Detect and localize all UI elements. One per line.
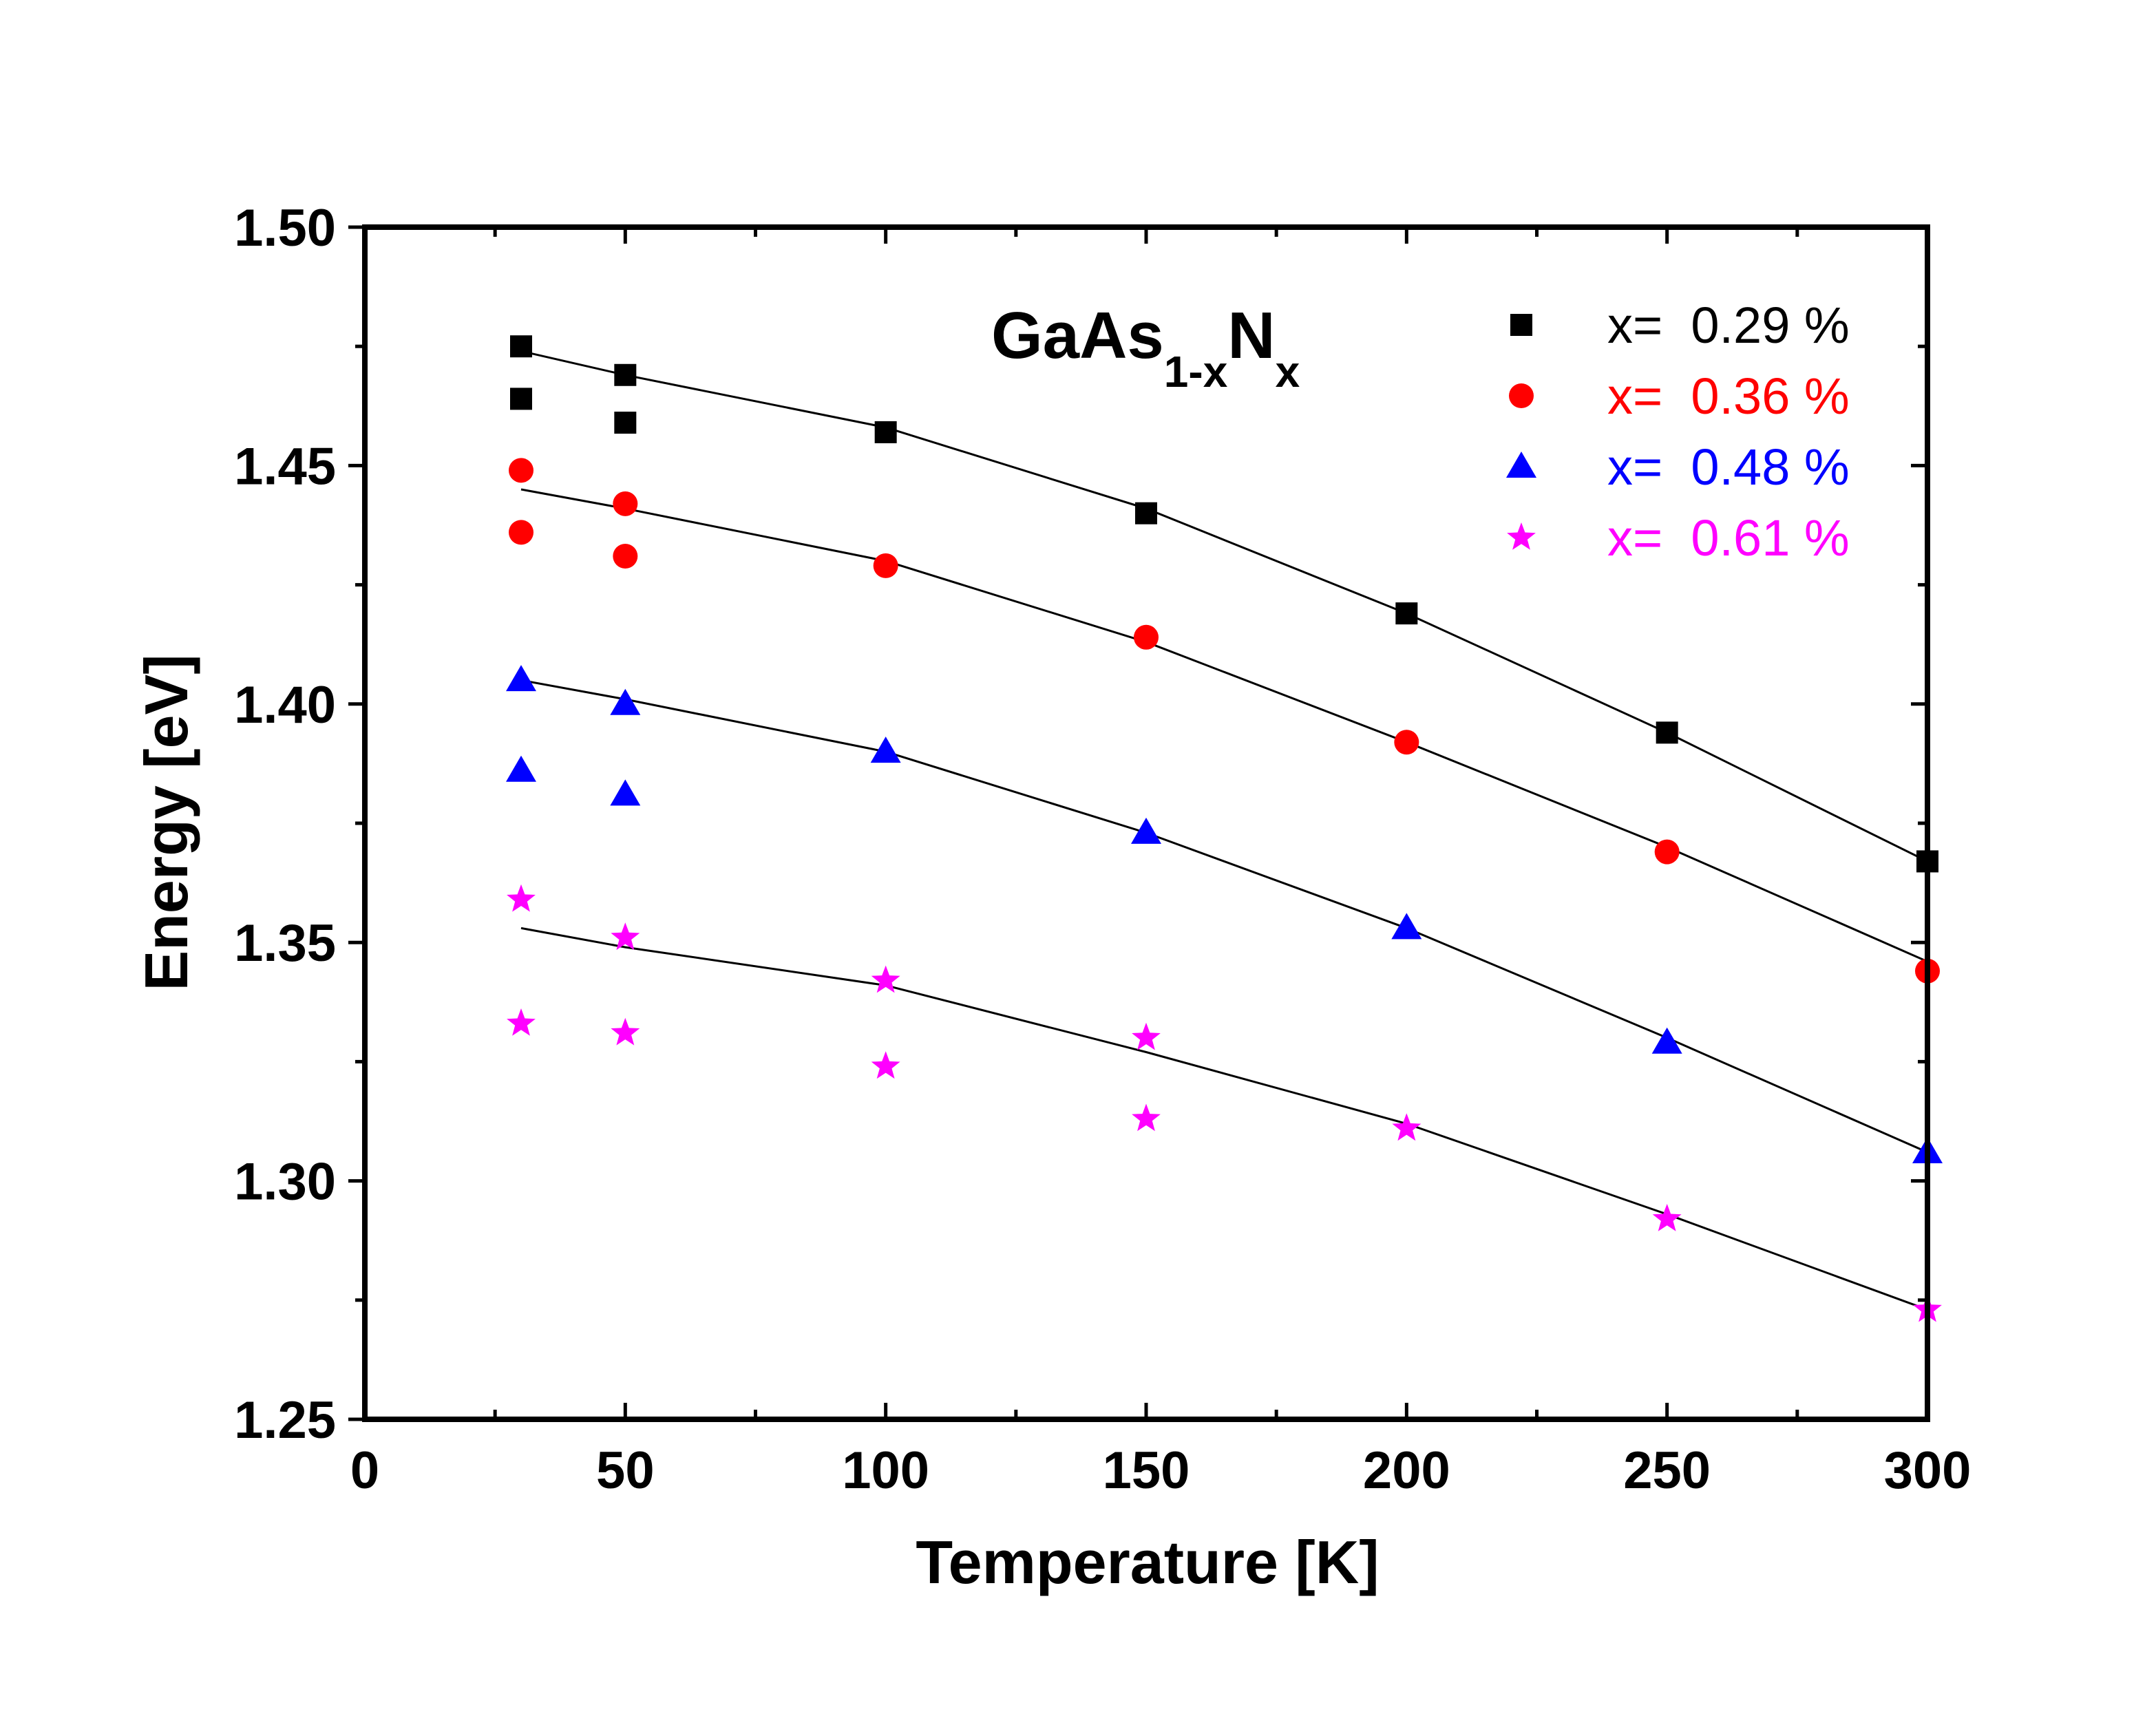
y-tick-label: 1.25 (234, 1391, 336, 1450)
axes: 0 50 100 150 200 250 300 1.25 1.30 1.35 1.40 1.45 1.… (234, 199, 1971, 1500)
series-4 (507, 884, 1942, 1322)
legend-item: x= 0.48 % (1506, 438, 1850, 496)
data-markers (506, 335, 1943, 1322)
legend-item: x= 0.36 % (1509, 368, 1850, 425)
data-point (510, 335, 532, 358)
legend-label: x= 0.61 % (1607, 509, 1850, 566)
annotation-base: GaAs (991, 299, 1164, 372)
data-point (1135, 502, 1157, 525)
data-point (1395, 602, 1418, 625)
x-axis-title: Temperature [K] (916, 1528, 1379, 1596)
series-3 (506, 665, 1943, 1164)
x-tick-label: 150 (1103, 1441, 1190, 1500)
series-1 (510, 335, 1938, 873)
data-point (614, 412, 637, 434)
data-point (510, 388, 532, 410)
legend-marker (1507, 522, 1536, 550)
legend-label: x= 0.29 % (1607, 297, 1850, 354)
data-point (610, 688, 641, 715)
data-point (1391, 913, 1422, 940)
data-point (611, 922, 640, 951)
y-tick-label: 1.45 (234, 437, 336, 496)
data-point (1656, 721, 1678, 744)
data-point (610, 779, 641, 806)
data-point (871, 1051, 900, 1079)
fit-line-series-1 (520, 350, 1928, 862)
data-point (1394, 730, 1419, 755)
annotation-sub2: x (1276, 347, 1300, 396)
data-point (613, 491, 638, 516)
legend-label: x= 0.48 % (1607, 438, 1850, 496)
data-point (1651, 1027, 1682, 1054)
legend-marker (1509, 383, 1534, 408)
data-point (614, 363, 637, 386)
data-point (1654, 839, 1680, 865)
data-point (1134, 624, 1159, 650)
data-point (1132, 1103, 1161, 1132)
data-point (870, 737, 901, 763)
data-point (509, 458, 533, 483)
y-tick-label: 1.35 (234, 914, 336, 973)
data-point (506, 755, 536, 782)
data-point (1131, 817, 1161, 844)
data-point (873, 553, 898, 578)
fit-line-series-4 (520, 926, 1928, 1311)
data-point (507, 1008, 536, 1036)
x-tick-label: 200 (1363, 1441, 1450, 1500)
legend-label: x= 0.36 % (1607, 368, 1850, 425)
legend-marker (1510, 314, 1532, 336)
data-point (611, 1017, 640, 1046)
legend-item: x= 0.29 % (1510, 297, 1850, 354)
x-tick-label: 50 (596, 1441, 655, 1500)
data-point (1132, 1022, 1161, 1050)
legend: x= 0.29 % x= 0.36 % x= 0.48 % x= 0.61 % (1506, 297, 1850, 566)
x-tick-label: 0 (350, 1441, 379, 1500)
data-point (1652, 1204, 1682, 1231)
annotation-sub1: 1-x (1164, 347, 1228, 396)
fit-line-series-3 (520, 679, 1928, 1154)
data-point (1392, 1113, 1422, 1141)
x-tick-label: 100 (842, 1441, 929, 1500)
compound-annotation: GaAs1-xNx (991, 299, 1300, 396)
legend-marker (1506, 452, 1536, 478)
data-point (874, 421, 897, 443)
data-point (506, 665, 536, 692)
y-tick-label: 1.30 (234, 1153, 336, 1211)
data-point (871, 965, 900, 993)
y-tick-label: 1.40 (234, 676, 336, 734)
y-axis-title: Energy [eV] (132, 654, 200, 990)
annotation-mid: N (1227, 299, 1275, 372)
data-point (507, 884, 536, 912)
legend-item: x= 0.61 % (1507, 509, 1850, 566)
x-tick-label: 300 (1884, 1441, 1972, 1500)
data-point (613, 544, 638, 569)
data-point (509, 520, 533, 545)
y-tick-label: 1.50 (234, 199, 336, 257)
x-tick-label: 250 (1623, 1441, 1711, 1500)
